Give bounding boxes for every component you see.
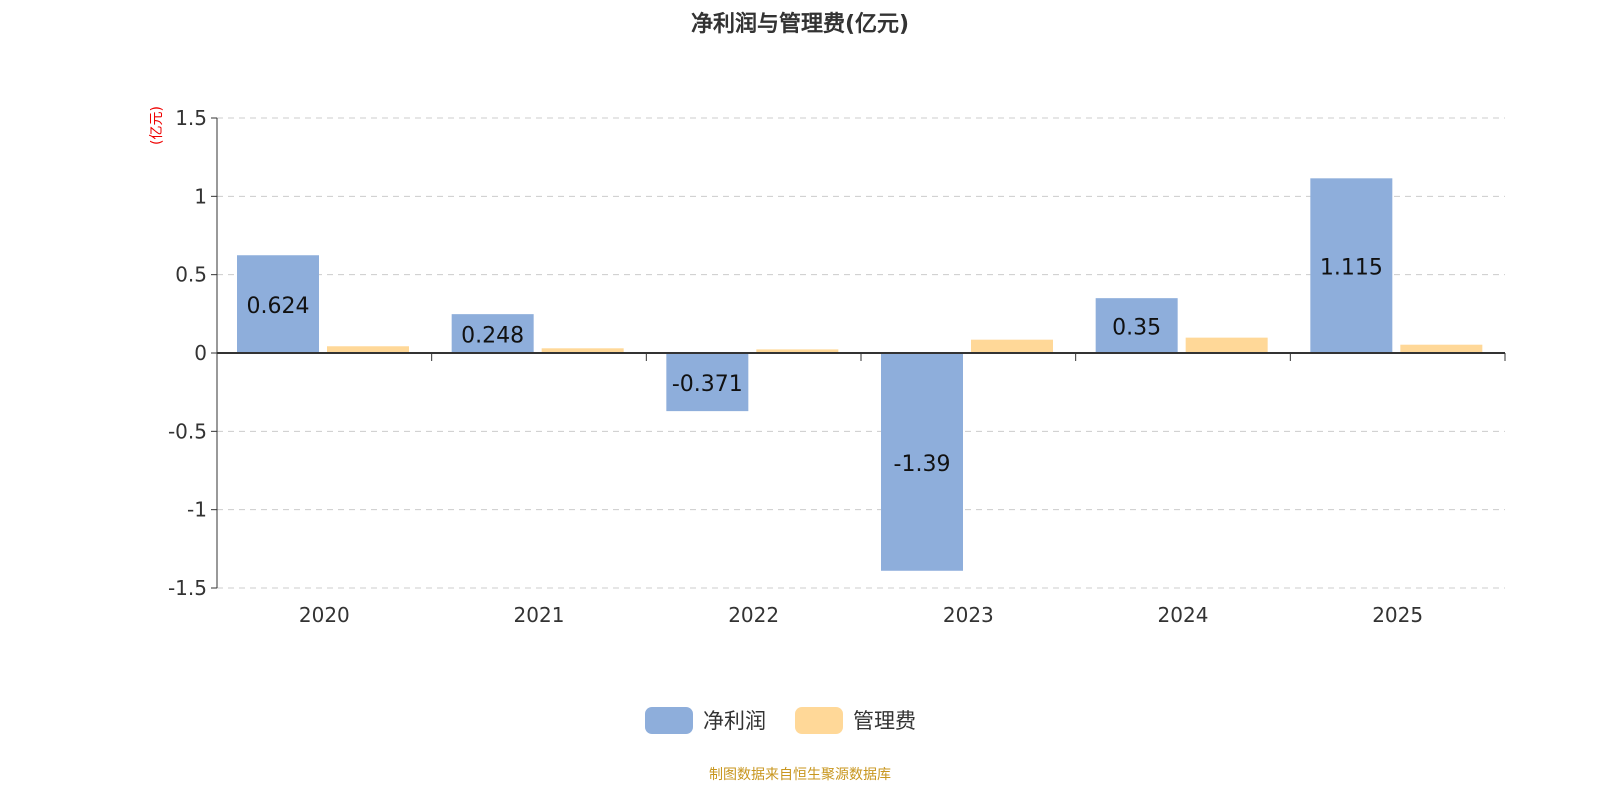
y-tick-label: 1 bbox=[194, 184, 207, 208]
x-tick-label: 2021 bbox=[514, 603, 565, 627]
legend-label: 净利润 bbox=[703, 709, 766, 733]
y-tick-label: 0.5 bbox=[175, 263, 207, 287]
bar-management-fee bbox=[327, 346, 409, 353]
data-label: 0.248 bbox=[461, 324, 524, 349]
x-tick-label: 2025 bbox=[1372, 603, 1423, 627]
data-label: 1.115 bbox=[1320, 256, 1383, 281]
x-tick-label: 2024 bbox=[1158, 603, 1209, 627]
bar-net-profit bbox=[666, 353, 749, 412]
data-label: -1.39 bbox=[894, 452, 951, 477]
chart-title: 净利润与管理费(亿元) bbox=[690, 12, 910, 37]
bar-net-profit bbox=[881, 353, 963, 571]
legend-swatch bbox=[645, 707, 693, 734]
bar-net-profit bbox=[1310, 178, 1393, 353]
bar-net-profit bbox=[451, 314, 534, 353]
x-tick-label: 2020 bbox=[299, 603, 350, 627]
y-tick-label: -0.5 bbox=[168, 419, 207, 443]
source-note: 制图数据来自恒生聚源数据库 bbox=[709, 767, 891, 783]
y-tick-label: -1.5 bbox=[168, 576, 207, 600]
bar-management-fee bbox=[1185, 337, 1268, 353]
bar-management-fee bbox=[971, 339, 1053, 353]
data-label: -0.371 bbox=[672, 372, 743, 397]
bar-net-profit bbox=[237, 255, 319, 353]
bar-management-fee bbox=[1400, 344, 1483, 353]
bar-net-profit bbox=[1095, 298, 1178, 353]
bar-management-fee bbox=[756, 349, 839, 353]
data-label: 0.35 bbox=[1112, 316, 1161, 341]
legend-label: 管理费 bbox=[853, 709, 916, 733]
y-tick-label: -1 bbox=[187, 498, 207, 522]
legend-swatch bbox=[795, 707, 843, 734]
x-tick-label: 2023 bbox=[943, 603, 994, 627]
x-tick-label: 2022 bbox=[728, 603, 779, 627]
bar-management-fee bbox=[541, 348, 624, 353]
data-label: 0.624 bbox=[247, 294, 310, 319]
y-tick-label: 0 bbox=[194, 341, 207, 365]
y-tick-label: 1.5 bbox=[175, 106, 207, 130]
